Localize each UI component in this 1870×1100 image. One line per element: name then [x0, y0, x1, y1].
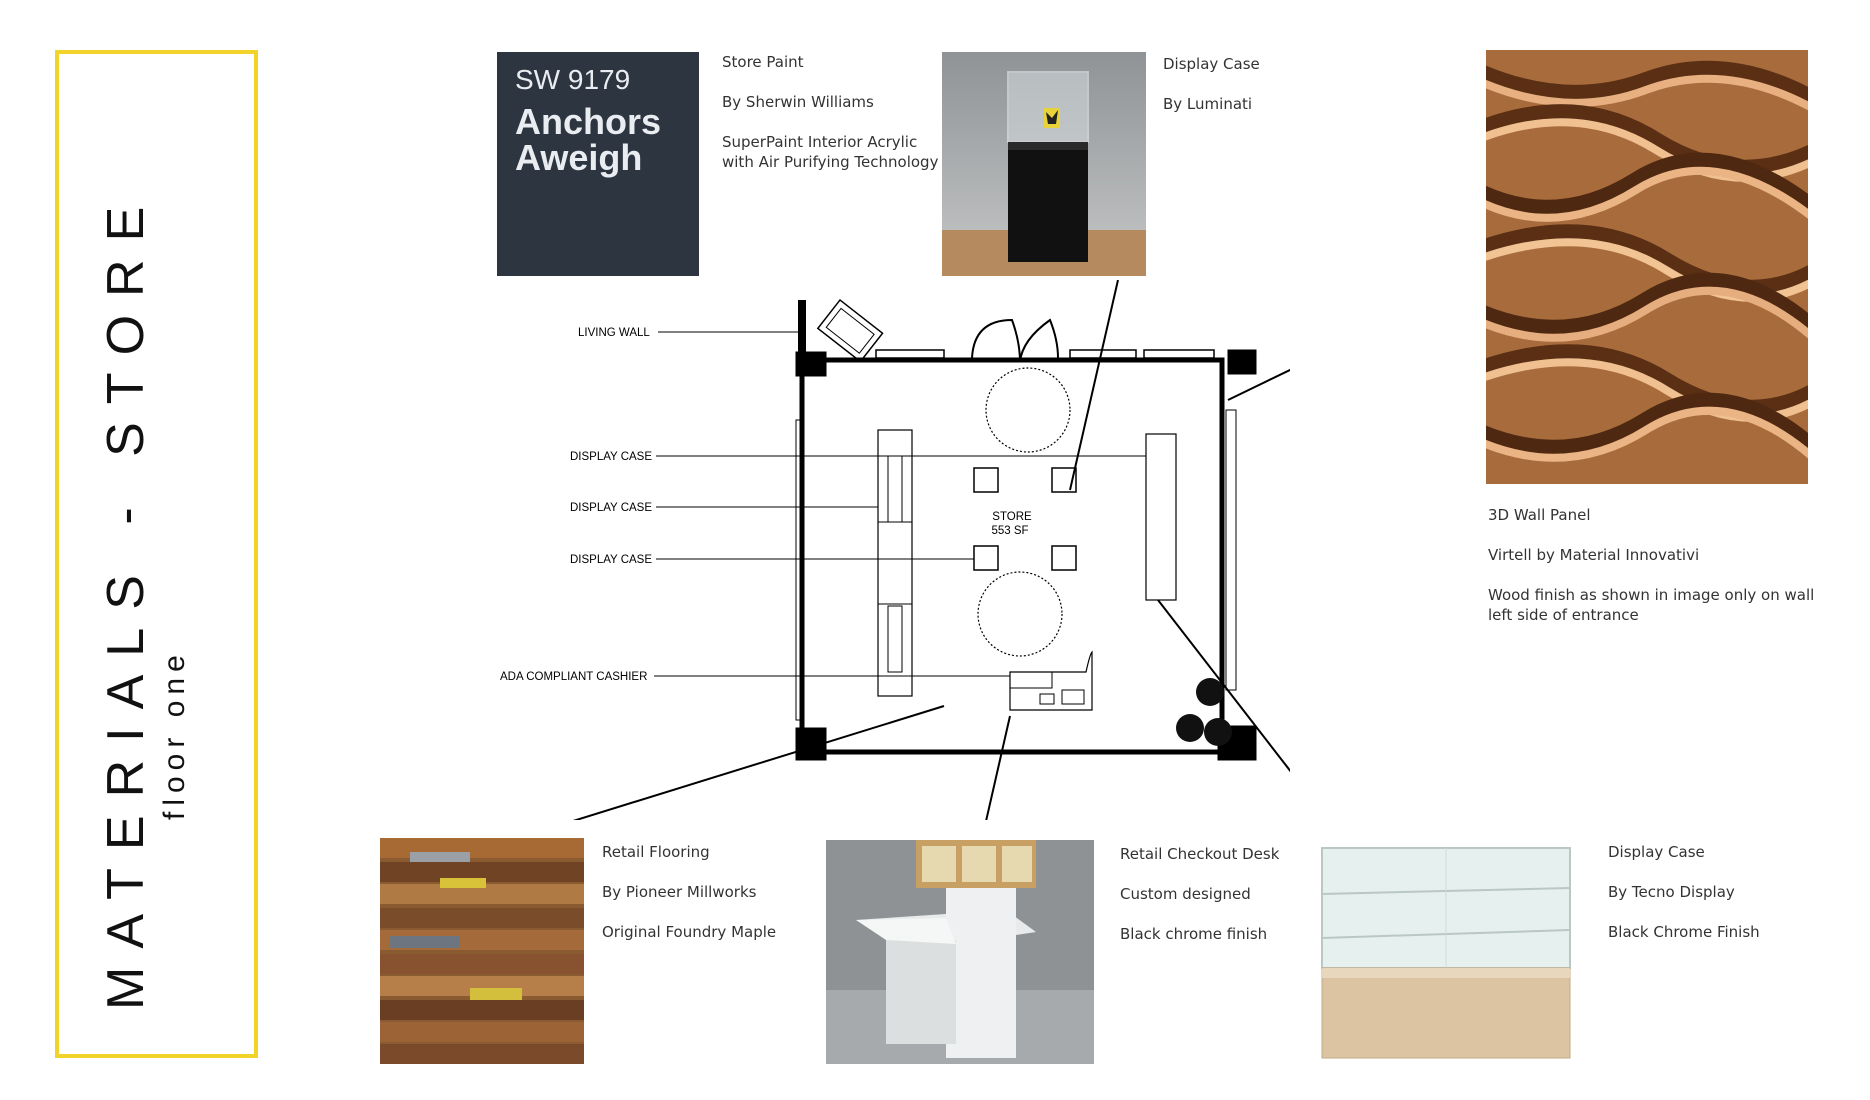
paint-swatch: SW 9179 Anchors Aweigh [497, 52, 699, 276]
note-maker: By Sherwin Williams [722, 93, 874, 111]
note-detail: SuperPaint Interior Acrylic with Air Pur… [722, 133, 939, 171]
plan-label-cashier: ADA COMPLIANT CASHIER [500, 671, 647, 683]
plan-label-living-wall: LIVING WALL [578, 327, 650, 339]
room-name: STORE [992, 511, 1032, 523]
note-maker: By Luminati [1163, 95, 1253, 113]
display-case-note-bottom: Display Case By Tecno Display Black Chro… [1608, 842, 1808, 942]
title-sub: floor one [158, 649, 191, 820]
flooring-note: Retail Flooring By Pioneer Millworks Ori… [602, 842, 782, 942]
plan-label-display-case-2: DISPLAY CASE [570, 502, 652, 514]
wall-panel-photo [1486, 50, 1808, 484]
floor-plan: LIVING WALL DISPLAY CASE DISPLAY CASE DI… [500, 280, 1290, 820]
swatch-name: Anchors Aweigh [515, 101, 662, 178]
note-detail: Original Foundry Maple [602, 923, 777, 941]
room-area: 553 SF [991, 525, 1028, 537]
plan-label-display-case-3: DISPLAY CASE [570, 554, 652, 566]
note-detail: Black Chrome Finish [1608, 923, 1760, 941]
store-paint-note: Store Paint By Sherwin Williams SuperPai… [722, 52, 942, 172]
wall-panel-note: 3D Wall Panel Virtell by Material Innova… [1488, 505, 1818, 625]
title-frame [55, 50, 258, 1058]
display-case-note-top: Display Case By Luminati [1163, 54, 1313, 114]
note-detail: Black chrome finish [1120, 925, 1268, 943]
checkout-desk-photo [826, 840, 1094, 1064]
note-maker: Virtell by Material Innovativi [1488, 546, 1700, 564]
note-maker: Custom designed [1120, 885, 1251, 903]
note-title: Display Case [1163, 55, 1260, 73]
note-title: Display Case [1608, 843, 1705, 861]
checkout-desk-note: Retail Checkout Desk Custom designed Bla… [1120, 844, 1290, 944]
display-case-photo-bottom [1318, 842, 1574, 1062]
note-maker: By Pioneer Millworks [602, 883, 757, 901]
note-title: Retail Flooring [602, 843, 710, 861]
note-title: Retail Checkout Desk [1120, 845, 1280, 863]
note-maker: By Tecno Display [1608, 883, 1735, 901]
note-title: 3D Wall Panel [1488, 506, 1591, 524]
display-case-photo-top [942, 52, 1146, 276]
note-detail: Wood finish as shown in image only on wa… [1488, 586, 1815, 624]
plan-label-display-case-1: DISPLAY CASE [570, 451, 652, 463]
title-main: MATERIALS - STORE [97, 188, 155, 1010]
swatch-code: SW 9179 [515, 64, 631, 95]
page-title: MATERIALS - STORE floor one [96, 188, 191, 1010]
flooring-photo [380, 838, 584, 1064]
note-title: Store Paint [722, 53, 804, 71]
